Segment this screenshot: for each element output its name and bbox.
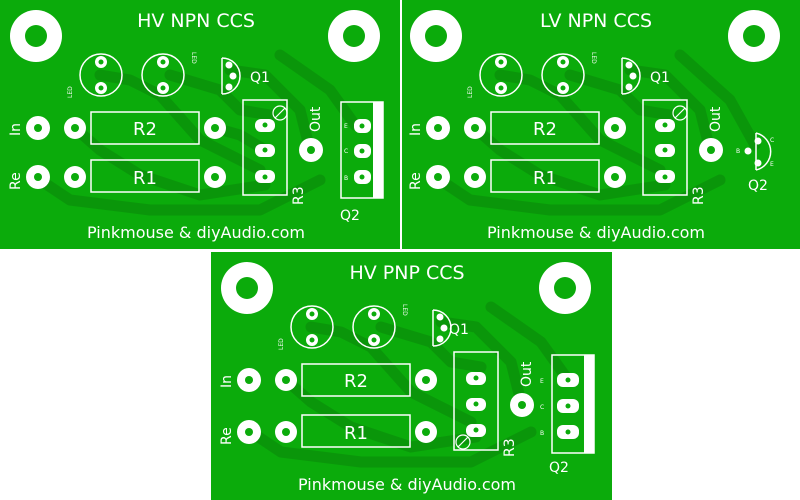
svg-text:LED: LED <box>401 304 408 316</box>
pad-re <box>26 165 50 189</box>
pad-re <box>237 420 261 444</box>
led-footprint-1: LED <box>467 53 523 98</box>
svg-text:LED: LED <box>467 86 474 98</box>
svg-text:B: B <box>540 430 544 437</box>
board-credit: Pinkmouse & diyAudio.com <box>87 223 305 242</box>
svg-text:LED: LED <box>590 52 597 64</box>
q2-transistor-footprint: B C E Q2 <box>736 132 774 194</box>
q2-transistor-footprint: E C B Q2 <box>540 354 595 476</box>
svg-text:R1: R1 <box>533 168 557 189</box>
mounting-hole-tr <box>328 10 380 62</box>
mounting-hole-tr <box>728 10 780 62</box>
svg-text:R3: R3 <box>691 186 707 205</box>
svg-text:R3: R3 <box>291 186 307 205</box>
mounting-hole-tr <box>539 262 591 314</box>
svg-text:B: B <box>344 175 348 182</box>
board-credit: Pinkmouse & diyAudio.com <box>487 223 705 242</box>
svg-text:LED: LED <box>67 86 74 98</box>
q1-transistor-footprint: Q1 <box>432 309 469 347</box>
led-footprint-2: LED <box>352 304 408 349</box>
mounting-hole-tl <box>221 262 273 314</box>
r2-footprint: R2 <box>464 111 626 145</box>
pad-out <box>510 393 534 417</box>
pcb-board-hv-npn: HV NPN CCS Pinkmouse & diyAudio.com LED … <box>0 0 400 249</box>
label-out: Out <box>519 361 535 387</box>
pcb-board-hv-pnp: HV PNP CCS Pinkmouse & diyAudio.com LED … <box>211 252 612 500</box>
r3-trimmer-footprint: R3 <box>242 99 307 205</box>
board-title: HV PNP CCS <box>349 262 464 284</box>
q1-label: Q1 <box>650 70 670 86</box>
copper-traces <box>434 49 761 216</box>
svg-text:C: C <box>344 148 348 155</box>
pad-in <box>237 368 261 392</box>
q1-label: Q1 <box>250 70 270 86</box>
label-re: Re <box>219 427 235 445</box>
label-in: In <box>219 375 235 388</box>
pad-out <box>699 138 723 162</box>
r3-trimmer-footprint: R3 <box>453 351 518 457</box>
label-in: In <box>408 123 424 136</box>
board-title: LV NPN CCS <box>540 10 652 32</box>
svg-text:B: B <box>736 148 740 155</box>
svg-text:LED: LED <box>190 52 197 64</box>
pad-re <box>426 165 450 189</box>
q2-label: Q2 <box>549 460 569 476</box>
led-footprint-1: LED <box>67 53 123 98</box>
r1-footprint: R1 <box>464 159 626 193</box>
q1-transistor-footprint: Q1 <box>621 57 670 95</box>
pcb-board-lv-npn: LV NPN CCS Pinkmouse & diyAudio.com LED … <box>400 0 800 249</box>
svg-text:C: C <box>540 404 544 411</box>
svg-text:R1: R1 <box>344 423 368 444</box>
label-out: Out <box>708 106 724 132</box>
pad-in <box>26 116 50 140</box>
r1-footprint: R1 <box>64 159 226 193</box>
r2-footprint: R2 <box>275 363 437 397</box>
board-title: HV NPN CCS <box>137 10 255 32</box>
q2-label: Q2 <box>748 178 768 194</box>
r1-footprint: R1 <box>275 414 437 448</box>
led-footprint-2: LED <box>541 52 597 97</box>
svg-text:R2: R2 <box>344 371 368 392</box>
q1-label: Q1 <box>449 322 469 338</box>
svg-text:LED: LED <box>278 338 285 350</box>
pad-in <box>426 116 450 140</box>
led-footprint-2: LED <box>141 52 197 97</box>
label-re: Re <box>8 172 24 190</box>
svg-text:E: E <box>344 123 348 130</box>
r2-footprint: R2 <box>64 111 226 145</box>
svg-text:C: C <box>770 137 774 144</box>
led-footprint-1: LED <box>278 305 334 350</box>
mounting-hole-tl <box>10 10 62 62</box>
svg-text:R2: R2 <box>133 119 157 140</box>
svg-text:R2: R2 <box>533 119 557 140</box>
mounting-hole-tl <box>410 10 462 62</box>
label-re: Re <box>408 172 424 190</box>
svg-text:E: E <box>770 161 774 168</box>
label-out: Out <box>308 106 324 132</box>
q2-label: Q2 <box>340 208 360 224</box>
svg-text:R3: R3 <box>502 438 518 457</box>
board-credit: Pinkmouse & diyAudio.com <box>298 475 516 494</box>
svg-text:E: E <box>540 378 544 385</box>
q1-transistor-footprint: Q1 <box>221 57 270 95</box>
r3-trimmer-footprint: R3 <box>642 99 707 205</box>
pad-out <box>299 138 323 162</box>
svg-text:R1: R1 <box>133 168 157 189</box>
q2-transistor-footprint: E C B Q2 <box>340 101 384 224</box>
label-in: In <box>8 123 24 136</box>
